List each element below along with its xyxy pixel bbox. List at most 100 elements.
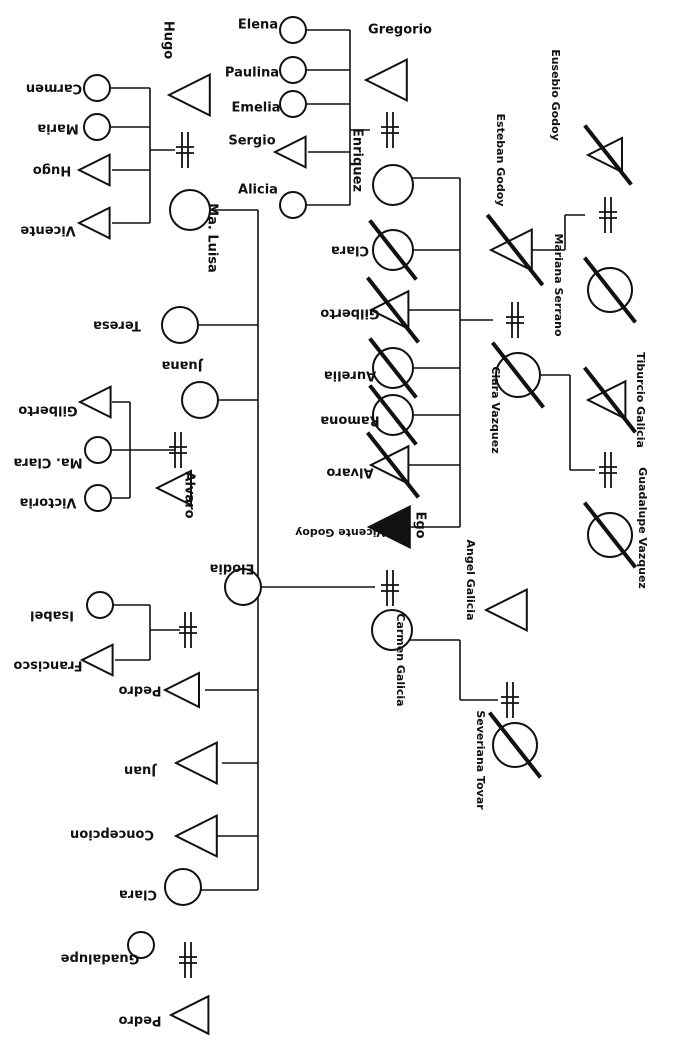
person-name-label: Clara <box>119 887 157 902</box>
male-triangle-icon <box>154 469 192 507</box>
person-name-label: Paulina <box>225 66 279 81</box>
person-name-label: Enriquez <box>350 128 365 192</box>
male-triangle-icon <box>363 57 408 103</box>
female-circle-icon <box>84 484 112 512</box>
person-name-label: Aurelia <box>324 368 376 383</box>
marriage-symbol <box>169 432 187 468</box>
female-circle-icon <box>582 501 638 569</box>
marriage-symbol <box>501 682 519 718</box>
female-circle-icon <box>582 256 638 324</box>
person-name-label: Vicente Godoy <box>295 526 385 539</box>
female-circle-icon <box>368 337 418 399</box>
male-triangle-icon <box>483 587 528 633</box>
person-name-label: Elena <box>238 18 278 33</box>
female-circle-icon <box>169 189 211 231</box>
deceased-slash-icon <box>365 276 421 344</box>
marriage-symbol <box>176 132 194 168</box>
male-triangle-icon <box>173 740 218 786</box>
person-name-label: Clara Vazquez <box>489 366 502 453</box>
female-circle-icon <box>371 609 413 651</box>
person-name-label: Angel Galicia <box>464 540 477 621</box>
person-name-label: Guadalupe <box>61 951 140 966</box>
person-name-label: Pedro <box>118 1013 161 1028</box>
person-name-label: Guadalupe Vazquez <box>636 467 649 589</box>
person-name-label: Hugo <box>33 163 71 178</box>
female-circle-icon <box>181 381 219 419</box>
person-name-label: Gilberto <box>18 403 77 418</box>
male-triangle-icon <box>485 213 545 287</box>
person-name-label: Juana <box>162 358 204 373</box>
female-circle-icon <box>279 16 307 44</box>
deceased-slash-icon <box>582 501 638 569</box>
person-name-label: Clara <box>331 243 369 258</box>
deceased-slash-icon <box>368 384 418 446</box>
deceased-slash-icon <box>582 366 638 434</box>
male-triangle-icon <box>79 643 114 677</box>
marriage-markers <box>169 112 617 978</box>
female-circle-icon <box>279 90 307 118</box>
person-name-label: Maria <box>37 121 78 136</box>
person-name-label: Vicente <box>20 223 75 238</box>
person-name-label: Teresa <box>93 318 141 333</box>
person-name-label: Esteban Godoy <box>494 114 507 207</box>
person-name-label: Gilberto <box>320 306 379 321</box>
ego-label: Ego <box>413 511 428 538</box>
deceased-slash-icon <box>368 219 418 281</box>
person-name-label: Carmen Galicia <box>394 613 407 706</box>
person-name-label: Concepcion <box>70 827 154 842</box>
deceased-slash-icon <box>485 213 545 287</box>
male-triangle-icon <box>173 813 218 859</box>
person-name-label: Gregorio <box>368 23 432 38</box>
marriage-symbol <box>179 942 197 978</box>
female-circle-icon <box>279 191 307 219</box>
female-circle-icon <box>372 164 414 206</box>
person-name-label: Tiburcio Galicia <box>634 352 647 448</box>
marriage-symbol <box>381 570 399 606</box>
marriage-symbol <box>599 197 617 233</box>
male-triangle-icon <box>365 276 421 344</box>
male-triangle-icon <box>366 504 411 550</box>
person-name-label: Isabel <box>30 608 74 623</box>
female-circle-icon <box>368 384 418 446</box>
person-name-label: Pedro <box>118 683 161 698</box>
person-name-label: Alicia <box>238 183 278 198</box>
marriage-symbol <box>599 452 617 488</box>
person-symbols <box>76 16 638 1036</box>
person-name-label: Hugo <box>161 21 176 59</box>
person-name-label: Juan <box>124 763 157 778</box>
male-triangle-icon <box>76 206 111 240</box>
female-circle-icon <box>161 306 199 344</box>
female-circle-icon <box>490 341 546 409</box>
kinship-lines <box>107 29 595 891</box>
male-triangle-icon <box>76 153 111 187</box>
female-circle-icon <box>84 436 112 464</box>
person-name-label: Severiana Tovar <box>474 710 487 810</box>
deceased-slash-icon <box>365 431 421 499</box>
person-name-label: Sergio <box>228 134 275 149</box>
deceased-slash-icon <box>490 341 546 409</box>
person-name-label: Ma. Clara <box>13 455 82 470</box>
male-triangle-icon <box>365 431 421 499</box>
person-name-label: Alvaro <box>326 465 373 480</box>
male-triangle-icon <box>168 994 210 1036</box>
male-triangle-icon <box>583 124 633 186</box>
female-circle-icon <box>224 568 262 606</box>
male-triangle-icon <box>77 385 112 419</box>
marriage-symbol <box>506 302 524 338</box>
marriage-symbol <box>179 612 197 648</box>
deceased-slash-icon <box>487 711 543 779</box>
male-triangle-icon <box>162 671 200 709</box>
person-name-label: Ma. Luisa <box>205 203 220 273</box>
deceased-slash-icon <box>368 337 418 399</box>
deceased-slash-icon <box>583 124 633 186</box>
male-triangle-icon <box>582 366 638 434</box>
person-name-label: Elodia <box>210 561 255 576</box>
female-circle-icon <box>83 113 111 141</box>
female-circle-icon <box>368 219 418 281</box>
person-name-label: Eusebio Godoy <box>549 49 562 141</box>
person-name-label: Alvaro <box>182 471 197 518</box>
person-name-label: Mariana Serrano <box>552 233 565 337</box>
female-circle-icon <box>164 868 202 906</box>
